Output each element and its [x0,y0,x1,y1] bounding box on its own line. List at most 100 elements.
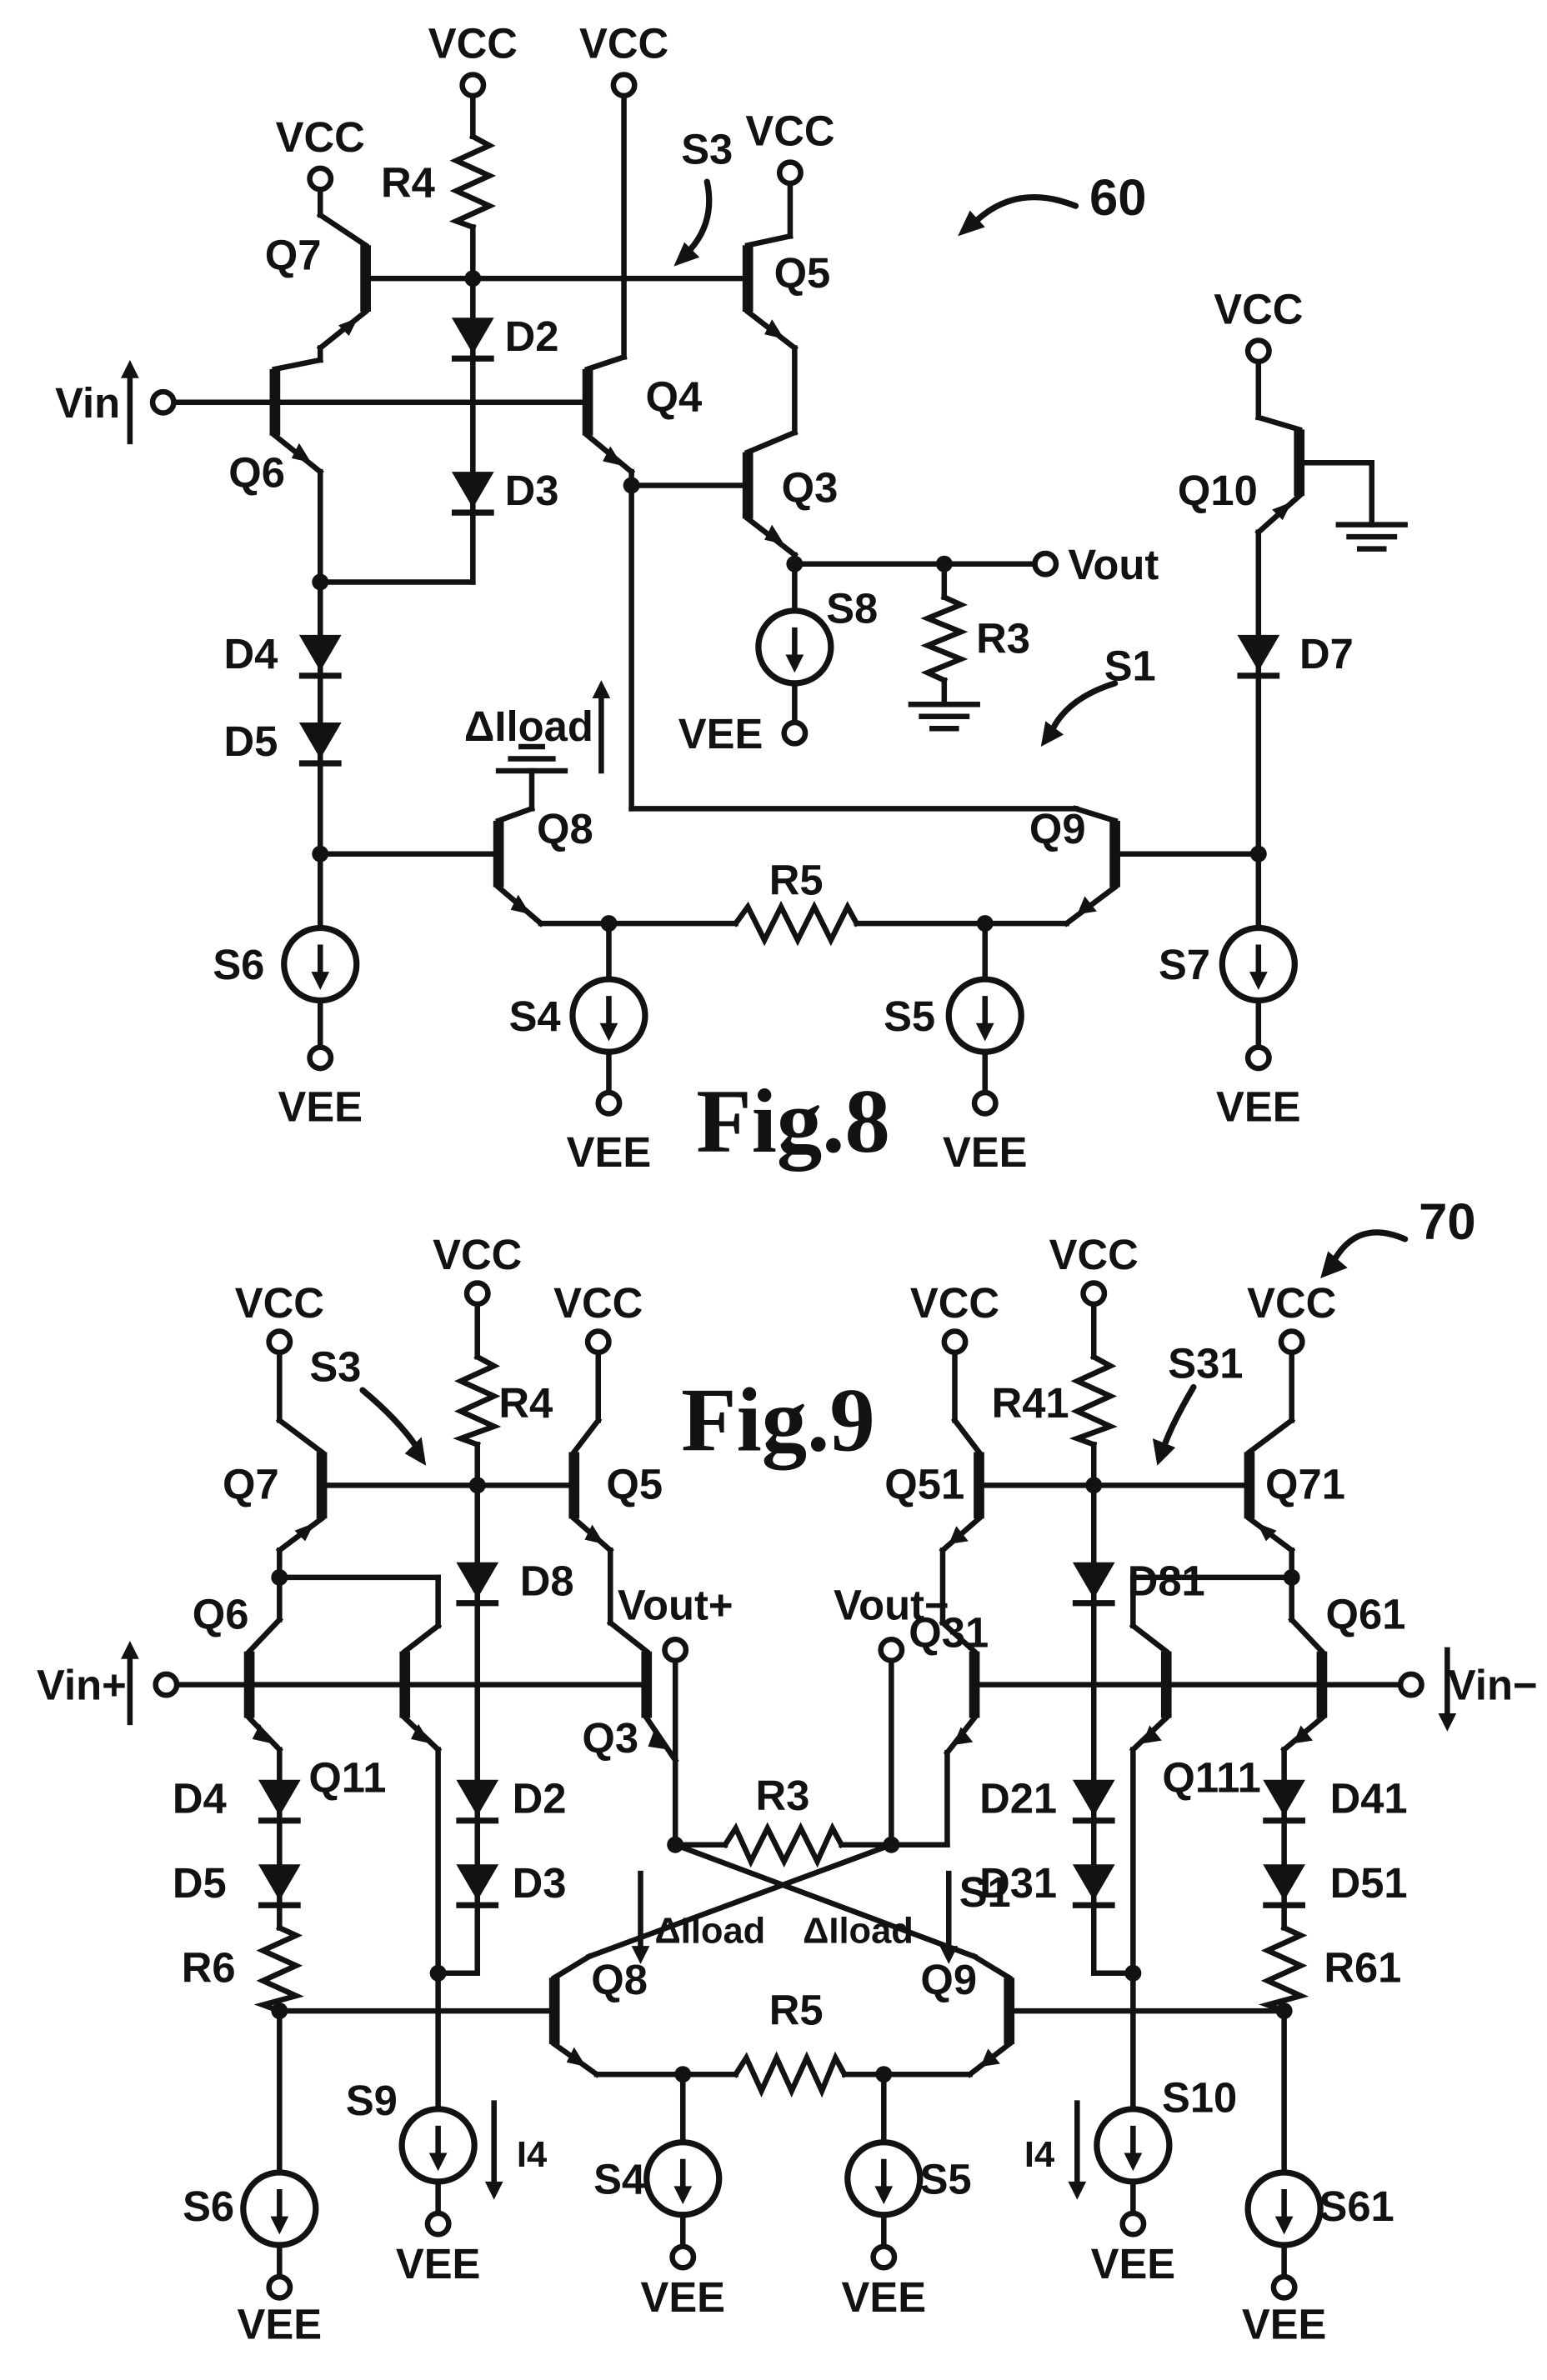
label-vee: VEE [1242,2300,1327,2348]
fig9-current-source-s61-icon [1248,2172,1320,2245]
junction-dot [674,2066,692,2083]
fig8-current-source-s8-icon [758,611,831,683]
label-vcc: VCC [276,113,365,161]
fig9-q31-emitter-arrow-icon [953,1727,974,1746]
fig9-vee-terminal-s4 [673,2247,693,2268]
fig9-q111-emitter-arrow-icon [1142,1725,1162,1744]
label-q9: Q9 [1029,805,1086,852]
label-vcc: VCC [1049,1231,1139,1278]
label-vcc: VCC [553,1279,643,1327]
fig9-q61-emitter-arrow-icon [1293,1725,1314,1744]
label-vee: VEE [943,1128,1028,1176]
label-vee: VEE [678,710,763,758]
label-r5: R5 [769,857,824,904]
label-vee: VEE [640,2273,725,2321]
figure-9-title: Fig.9 [681,1370,875,1471]
fig8-vee-terminal-s4 [598,1092,619,1113]
label-d2: D2 [513,1775,567,1822]
label-s9: S9 [346,2077,398,2124]
label-d41: D41 [1330,1775,1408,1822]
junction-dot [600,915,618,932]
fig8-vee-terminal-s6 [310,1048,331,1068]
label-d3: D3 [505,467,559,514]
fig9-vee-terminal-s6 [269,2277,290,2298]
label-q8: Q8 [591,1956,648,2003]
fig8-ground-q8-icon [495,743,568,774]
junction-dot [1249,845,1267,862]
fig9-q7-emitter-arrow-icon [294,1522,314,1542]
label-vout: Vout [1068,541,1159,588]
label-s6: S6 [213,941,264,988]
label-vcc: VCC [579,20,668,68]
label-vee: VEE [396,2240,481,2288]
fig9-vcc-terminal-q71 [1281,1331,1302,1352]
label-d31: D31 [979,1859,1057,1907]
label-q5: Q5 [606,1461,663,1508]
label-s8: S8 [826,584,878,632]
label-d8: D8 [520,1558,574,1605]
fig9-vin-minus-arrow-icon [1438,1647,1457,1732]
label-i4: I4 [517,2135,547,2175]
label-d51: D51 [1330,1859,1408,1907]
label-s7: S7 [1159,941,1210,988]
label-q6: Q6 [193,1591,249,1638]
fig8-wires [171,92,1375,1096]
fig9-delta-iload-left-arrow-icon [631,1870,650,1964]
label-s4: S4 [593,2155,645,2202]
fig9-vee-terminal-s10 [1123,2213,1144,2234]
junction-dot [271,2002,288,2020]
fig8-s1-callout-arrow-icon [1040,680,1119,748]
fig9-vcc-terminal-r41 [1084,1282,1104,1303]
label-q5: Q5 [774,249,831,297]
label-s10: S10 [1162,2074,1237,2122]
fig8-delta-iload-arrow-icon [592,680,611,774]
junction-dot [883,1836,900,1853]
label-q51: Q51 [884,1461,964,1508]
junction-dot [1124,1964,1142,1982]
fig9-current-source-s4-icon [647,2142,719,2215]
fig8-ref60-callout-arrow-icon [958,194,1079,237]
fig8-ground-q10-icon [1335,522,1408,552]
fig9-vin-plus-terminal [156,1674,177,1695]
junction-dot [464,270,482,288]
fig8-vee-terminal-s5 [974,1092,995,1113]
label-q7: Q7 [265,231,322,278]
label-d5: D5 [173,1859,227,1907]
fig9-q71-emitter-arrow-icon [1257,1522,1277,1542]
fig8-vee-terminal-s7 [1248,1048,1269,1068]
label-s3: S3 [681,125,733,172]
label-s5: S5 [920,2155,972,2202]
fig8-q4-emitter-arrow-icon [603,446,623,466]
fig9-s31-callout-arrow-icon [1152,1383,1197,1466]
label-r61: R61 [1324,1944,1401,1992]
label-vout-minus: Vout− [834,1582,949,1629]
fig8-vcc-terminal-q4 [613,74,634,95]
fig8-q7-emitter-arrow-icon [338,318,358,337]
label-delta-iload: ΔIload [654,1912,765,1952]
fig9-vin-plus-arrow-icon [121,1641,139,1726]
fig8-q3-emitter-arrow-icon [764,524,784,545]
fig9-q11-emitter-arrow-icon [411,1723,431,1744]
fig8-q6-emitter-arrow-icon [291,442,312,463]
fig9-vcc-terminal-q7 [269,1331,290,1352]
label-q71: Q71 [1265,1461,1345,1508]
fig9-vcc-terminal-q5 [588,1331,608,1352]
label-d3: D3 [513,1859,567,1907]
junction-dot [935,555,953,572]
fig9-vcc-terminal-r4 [467,1282,488,1303]
junction-dot [786,555,804,572]
label-q8: Q8 [537,805,593,852]
fig8-vin-arrow-icon [121,360,139,445]
label-vcc: VCC [433,1231,522,1278]
fig9-current-source-s6-icon [243,2172,316,2245]
fig9-vee-terminal-s61 [1274,2277,1294,2298]
label-d2: D2 [505,312,559,360]
fig9-current-source-s9-icon [402,2109,474,2182]
label-vee: VEE [567,1128,652,1176]
figure-8-title: Fig.8 [696,1071,890,1172]
fig8-vin-terminal [153,392,173,412]
label-delta-iload: ΔIload [803,1912,914,1952]
label-vout-plus: Vout+ [618,1582,733,1629]
label-s1: S1 [959,1868,1011,1916]
